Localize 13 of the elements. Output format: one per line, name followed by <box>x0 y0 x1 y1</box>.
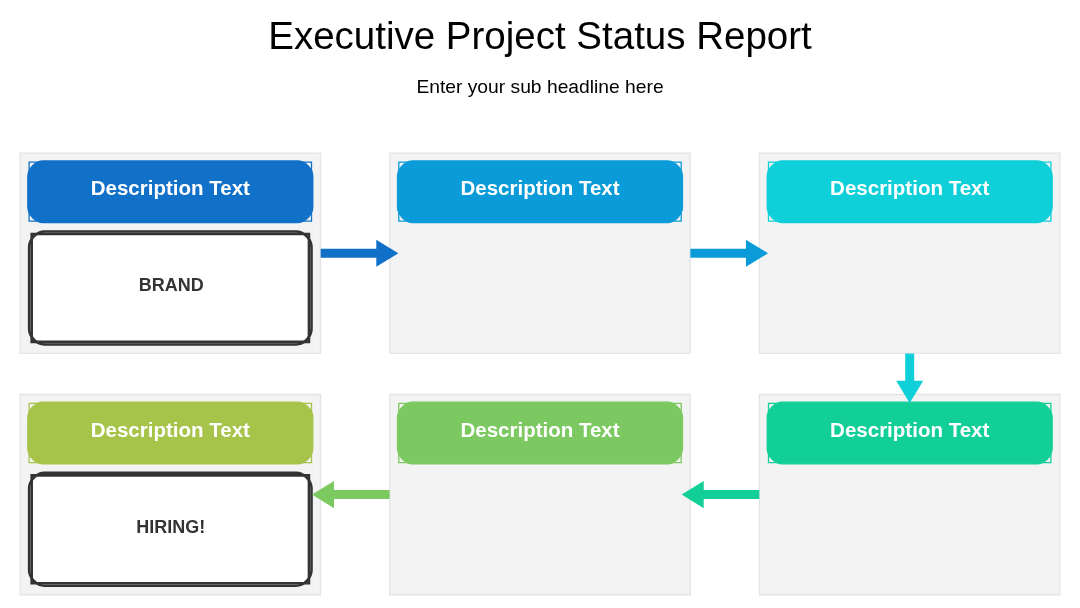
node-box: Description Text <box>758 152 1061 355</box>
arrow <box>690 239 769 267</box>
arrow <box>896 353 924 403</box>
arrow <box>311 481 390 509</box>
label: Enter your sub headline here <box>416 76 664 98</box>
diagram-title: Executive Project Status Report <box>268 14 812 58</box>
node-box: Description Text <box>389 393 691 596</box>
arrow <box>320 239 399 267</box>
node-box: Description Text HIRING! <box>19 393 322 596</box>
node-box: Description Text <box>758 393 1061 596</box>
arrow <box>681 481 760 509</box>
node-box: Description Text BRAND <box>19 152 322 355</box>
node-box: Description Text <box>389 152 691 355</box>
